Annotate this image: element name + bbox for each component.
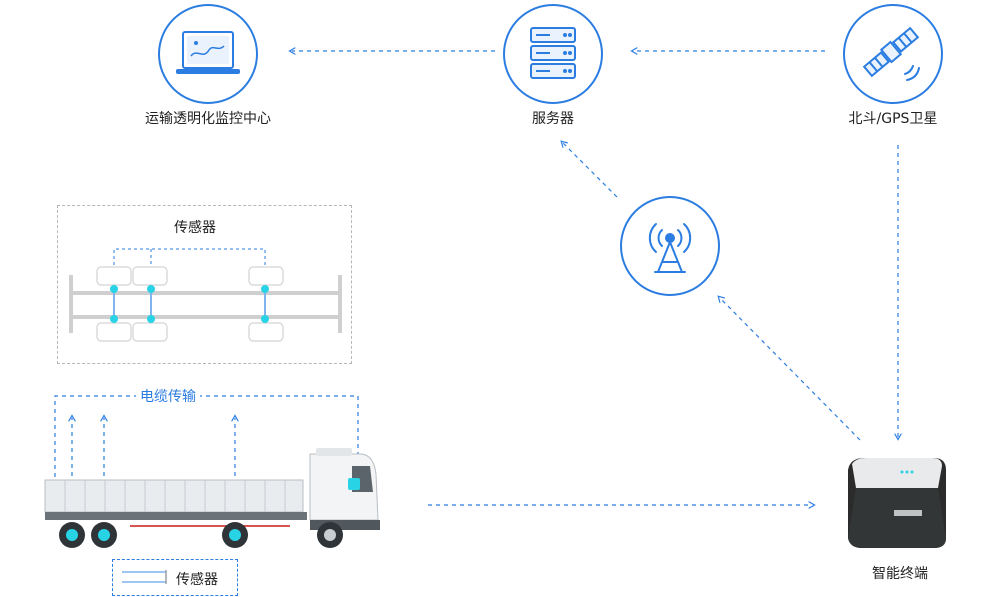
monitor-center-label: 运输透明化监控中心 <box>145 111 271 127</box>
sensor-dot <box>110 315 118 323</box>
satellite-node <box>843 4 943 104</box>
sensor-legend-box <box>112 559 238 596</box>
server-icon <box>530 27 576 79</box>
sensor-dot <box>147 285 155 293</box>
sensor-panel <box>57 205 352 364</box>
arrow-tower-to-server <box>560 140 618 198</box>
sensor-dot <box>261 315 269 323</box>
smart-terminal-label: 智能终端 <box>872 566 928 582</box>
smart-terminal-device <box>848 458 946 548</box>
laptop-icon <box>176 31 240 74</box>
sensor-legend-icon <box>122 570 167 584</box>
sensor-panel-title: 传感器 <box>174 220 216 236</box>
server-label: 服务器 <box>532 111 574 127</box>
cable-transmission-label: 电缆传输 <box>136 386 200 406</box>
sensor-dot <box>147 315 155 323</box>
signal-tower-icon <box>648 223 692 273</box>
cable-loop <box>54 395 359 485</box>
satellite-label: 北斗/GPS卫星 <box>848 111 938 127</box>
satellite-icon <box>862 26 920 81</box>
arrow-terminal-to-tower <box>717 295 861 441</box>
chassis-diagram <box>69 248 342 342</box>
sensor-legend-label: 传感器 <box>176 572 218 588</box>
sensor-dot <box>110 285 118 293</box>
server-node <box>503 4 603 104</box>
monitor-center-node <box>158 4 258 104</box>
sensor-dot <box>261 285 269 293</box>
signal-tower-node <box>620 196 720 296</box>
truck-illustration <box>44 448 380 548</box>
